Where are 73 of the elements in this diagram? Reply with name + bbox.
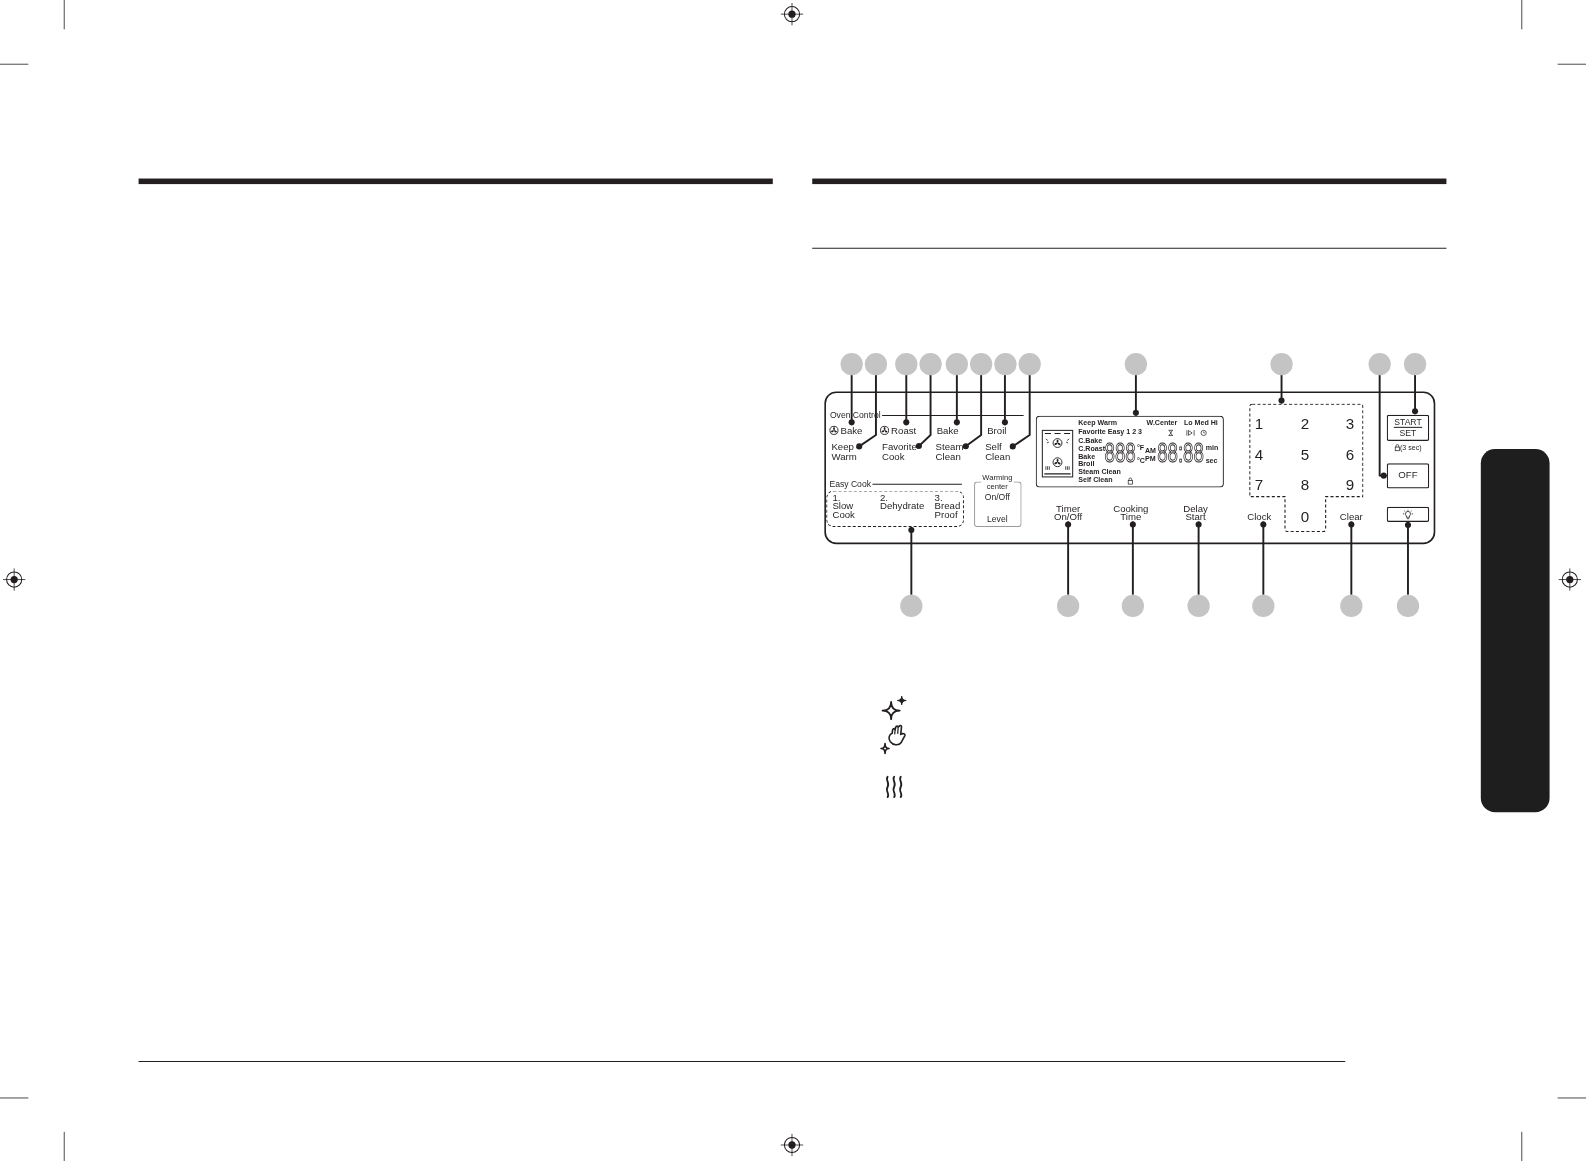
callout-circle	[1124, 352, 1147, 375]
function-label: Bake	[840, 425, 863, 435]
function-label: Favorite Cook	[882, 442, 917, 463]
callout-circle	[1396, 594, 1420, 617]
callout-circle	[1368, 352, 1391, 375]
keypad-digit: 8	[1300, 476, 1310, 492]
off-button: OFF	[1386, 462, 1430, 489]
callout-circle	[970, 352, 993, 375]
callout-circle	[994, 352, 1017, 375]
callout-circle	[1270, 352, 1293, 375]
callout-circle	[1018, 352, 1041, 375]
callout-circle	[864, 352, 888, 375]
leader-line	[1412, 373, 1419, 416]
function-label: 1. Slow Cook	[832, 493, 855, 520]
light-button	[1386, 506, 1430, 522]
function-label: Clear	[1339, 511, 1363, 522]
leader-line	[855, 373, 877, 450]
leader-line	[1404, 520, 1411, 596]
leader-line	[1378, 373, 1388, 479]
callout-circle	[1187, 594, 1210, 617]
leader-line	[953, 373, 960, 427]
keypad-digit: 9	[1345, 476, 1355, 492]
segment-digits: 88:88	[1157, 441, 1204, 466]
function-label: Timer On/Off	[1054, 504, 1083, 522]
callout-circle	[895, 352, 918, 375]
leader-line	[1001, 373, 1008, 427]
function-label: 3. Bread Proof	[934, 493, 961, 520]
leader-line	[1065, 520, 1072, 596]
callout-circle	[1057, 594, 1080, 617]
start-set-button: START SET	[1386, 414, 1430, 441]
leader-line	[903, 373, 910, 427]
leader-line	[1009, 373, 1031, 450]
callout-circle	[919, 352, 942, 375]
callout-circle	[1403, 352, 1427, 375]
leader-line	[908, 526, 915, 596]
keypad-digit: 2	[1300, 415, 1310, 431]
keypad-digit: 7	[1254, 476, 1264, 492]
leader-line	[915, 373, 932, 450]
callout-circle	[900, 594, 923, 617]
function-label: On/Off	[984, 492, 1010, 502]
function-label: Steam Clean	[935, 442, 964, 463]
function-label: Clock	[1247, 511, 1272, 522]
function-label: Keep Warm	[831, 442, 857, 463]
keypad-digit: 5	[1300, 446, 1310, 462]
callout-circle	[1340, 594, 1363, 617]
callout-circle	[945, 352, 968, 375]
function-label: Roast	[891, 425, 917, 435]
keypad-digit: 4	[1254, 446, 1264, 462]
function-label: Delay Start	[1183, 504, 1208, 522]
function-label: Self Clean	[985, 442, 1011, 463]
function-label: Level	[987, 514, 1008, 524]
function-label: Cooking Time	[1113, 504, 1149, 522]
leader-line	[1260, 520, 1267, 596]
leader-line	[1348, 520, 1355, 596]
callout-circle	[1252, 594, 1275, 617]
leader-line	[848, 373, 855, 427]
leader-line	[1278, 373, 1285, 405]
function-label: Bake	[936, 425, 959, 435]
side-tab	[1480, 449, 1550, 813]
keypad-digit: 0	[1300, 509, 1310, 525]
function-label: Broil	[987, 425, 1007, 435]
section-heading: Easy Cook	[829, 478, 871, 489]
leader-line	[1195, 520, 1202, 596]
leader-line	[1132, 373, 1139, 417]
function-label: 2. Dehydrate	[880, 493, 925, 511]
segment-digits: 888	[1104, 441, 1136, 466]
leader-line	[962, 373, 983, 450]
callout-circle	[1121, 594, 1144, 617]
keypad-digit: 1	[1254, 415, 1264, 431]
leader-line	[1129, 520, 1136, 596]
callout-circle	[840, 352, 863, 375]
keypad-digit: 6	[1345, 446, 1355, 462]
keypad-digit: 3	[1345, 415, 1355, 431]
